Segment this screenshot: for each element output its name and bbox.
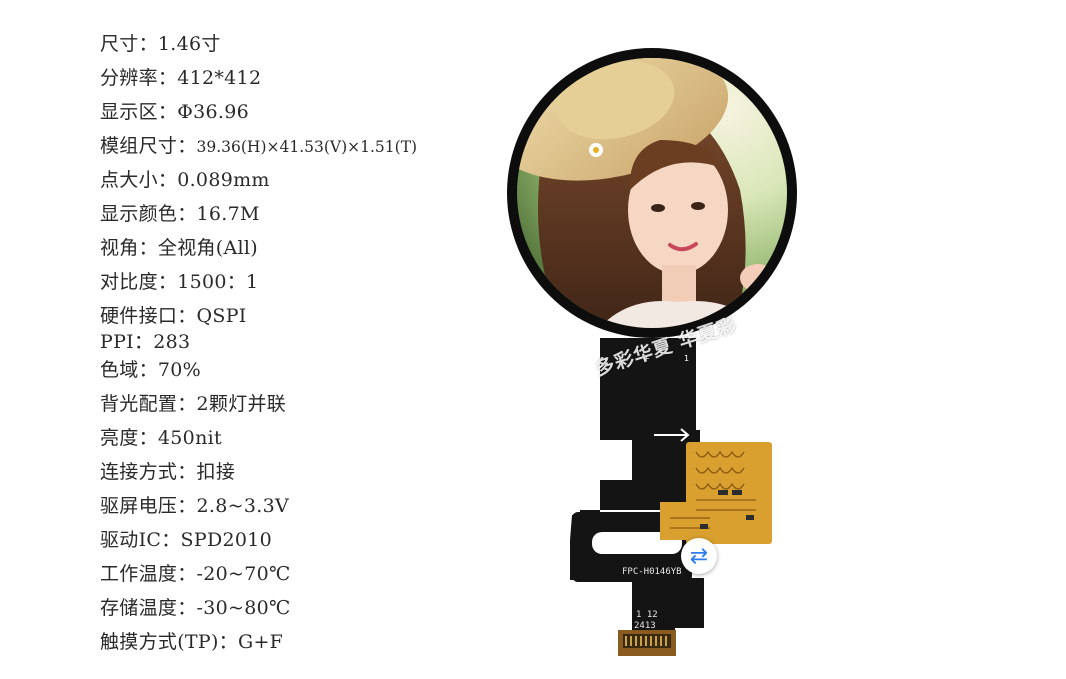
spec-value: 2.8~3.3V	[196, 495, 289, 517]
spec-resolution: 分辨率：412*412	[100, 66, 261, 90]
spec-backlight: 背光配置：2颗灯并联	[100, 392, 286, 416]
spec-label: 对比度：	[100, 271, 178, 293]
spec-value: 16.7M	[196, 203, 260, 225]
spec-label: 点大小：	[100, 169, 178, 191]
spec-value: 70%	[157, 359, 202, 381]
refresh-button[interactable]: ⇄	[681, 538, 717, 574]
lcd-module-illustration: + 1 FPC-H0146YB 1 12 2413	[507, 48, 797, 656]
fpc-code-label: FPC-H0146YB	[622, 567, 682, 577]
spec-value: SPD2010	[180, 529, 273, 551]
spec-label: 存储温度：	[100, 597, 197, 619]
lcd-module-image: + 1 FPC-H0146YB 1 12 2413 多彩华夏 华夏彩 ⇄	[500, 40, 820, 670]
spec-display-area: 显示区：Φ36.96	[100, 100, 249, 124]
spec-label: 尺寸：	[100, 33, 158, 55]
spec-value: Φ36.96	[177, 101, 249, 123]
spec-label: 连接方式：	[100, 461, 197, 483]
spec-value: 412*412	[177, 67, 262, 89]
spec-label: 视角：	[100, 237, 158, 259]
spec-label: 色域：	[100, 359, 158, 381]
fpc-cable	[570, 338, 704, 656]
spec-connection: 连接方式：扣接	[100, 460, 235, 484]
fpc-number-top: 1 12	[636, 610, 658, 620]
spec-dot-size: 点大小：0.089mm	[100, 168, 270, 192]
spec-module-size: 模组尺寸：39.36(H)×41.53(V)×1.51(T)	[100, 134, 417, 159]
spec-driver-ic: 驱动IC：SPD2010	[100, 528, 272, 552]
spec-value: 扣接	[196, 461, 236, 483]
spec-colors: 显示颜色：16.7M	[100, 202, 260, 226]
spec-viewing-angle: 视角：全视角(All)	[100, 236, 258, 260]
spec-label: 驱屏电压：	[100, 495, 197, 517]
spec-value: 450nit	[157, 427, 222, 449]
spec-value: -20~70℃	[196, 563, 291, 585]
spec-label: 显示颜色：	[100, 203, 197, 225]
spec-value: G+F	[237, 631, 284, 653]
spec-contrast: 对比度：1500：1	[100, 270, 258, 294]
spec-value: 283	[153, 331, 191, 353]
spec-storage-temp: 存储温度：-30~80℃	[100, 596, 291, 620]
spec-value: 全视角(All)	[157, 237, 259, 259]
fpc-pin-mark: +	[643, 354, 650, 363]
spec-label: 驱动IC：	[100, 529, 181, 551]
spec-label: 背光配置：	[100, 393, 197, 415]
spec-value: 1.46寸	[157, 33, 221, 55]
spec-voltage: 驱屏电压：2.8~3.3V	[100, 494, 289, 518]
spec-touch: 触摸方式(TP)：G+F	[100, 630, 283, 654]
spec-value: -30~80℃	[196, 597, 291, 619]
spec-ppi: PPI：283	[100, 330, 190, 354]
round-display	[507, 48, 797, 338]
spec-label: 分辨率：	[100, 67, 178, 89]
spec-operating-temp: 工作温度：-20~70℃	[100, 562, 291, 586]
fpc-number-bottom: 2413	[634, 621, 656, 631]
spec-value: QSPI	[196, 305, 247, 327]
spec-size: 尺寸：1.46寸	[100, 32, 221, 56]
spec-brightness: 亮度：450nit	[100, 426, 222, 450]
spec-value: 0.089mm	[177, 169, 270, 191]
spec-label: 亮度：	[100, 427, 158, 449]
spec-label: 模组尺寸：	[100, 135, 197, 157]
pcb-board	[660, 442, 772, 544]
spec-label: 显示区：	[100, 101, 178, 123]
spec-label: 工作温度：	[100, 563, 197, 585]
spec-value: 39.36(H)×41.53(V)×1.51(T)	[196, 138, 418, 156]
spec-label: PPI：	[100, 331, 154, 353]
spec-label: 触摸方式(TP)：	[100, 631, 238, 653]
spec-interface: 硬件接口：QSPI	[100, 304, 247, 328]
spec-value: 1500：1	[177, 271, 259, 293]
refresh-icon: ⇄	[689, 543, 709, 569]
spec-label: 硬件接口：	[100, 305, 197, 327]
spec-gamut: 色域：70%	[100, 358, 201, 382]
fpc-pin-label: 1	[684, 354, 689, 363]
spec-value: 2颗灯并联	[196, 393, 287, 415]
